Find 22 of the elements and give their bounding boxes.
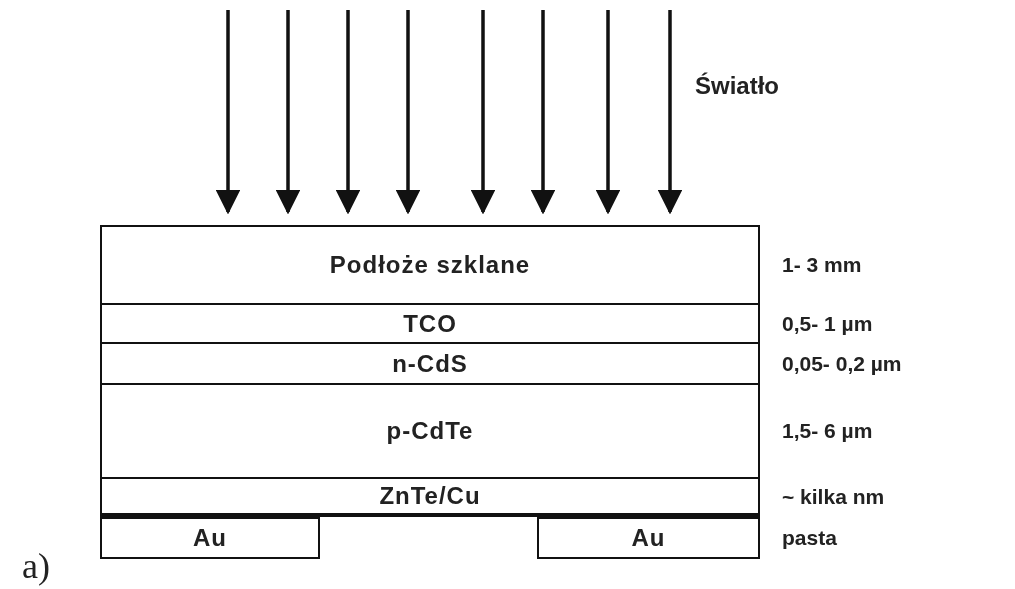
contact-layer [537, 517, 760, 559]
thickness-label: ~ kilka nm [782, 485, 885, 509]
layer-box [100, 477, 760, 517]
light-label: Światło [695, 72, 779, 100]
layer-name: Podłoże szklane [329, 251, 531, 279]
layer-name: n-CdS [392, 349, 468, 378]
layer-name: Au [193, 524, 227, 552]
thickness-label: 0,5- 1 µm [782, 311, 873, 336]
thickness-label: 1- 3 mm [782, 253, 862, 277]
layer-box [100, 383, 760, 479]
thickness-label: pasta [782, 526, 837, 550]
panel-label: a) [22, 545, 50, 587]
layer-name: ZnTe/Cu [379, 482, 481, 510]
contact-layer [100, 517, 320, 559]
layer-box [100, 225, 760, 305]
layer-box [100, 303, 760, 344]
layer-name: TCO [403, 309, 457, 338]
thickness-label: 1,5- 6 µm [782, 419, 873, 443]
thickness-label: 0,05- 0,2 µm [782, 351, 902, 376]
layer-box [100, 342, 760, 385]
layer-name: p-CdTe [386, 417, 474, 445]
layer-name: Au [631, 524, 666, 552]
